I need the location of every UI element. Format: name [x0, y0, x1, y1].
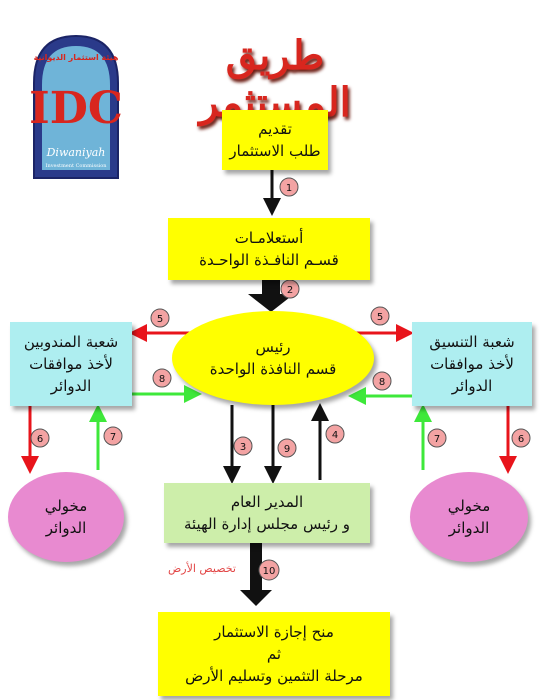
step-badge: 4: [332, 430, 338, 441]
node-line: الدوائر: [451, 377, 493, 395]
node-line: الدوائر: [448, 519, 490, 537]
step-badge: 3: [240, 442, 246, 453]
node-officials-left: مخولي الدوائر: [8, 472, 124, 562]
node-officials-right: مخولي الدوائر: [410, 472, 528, 562]
step-badge: 9: [284, 444, 290, 455]
step-badge: 6: [518, 434, 524, 445]
step-badge: 8: [379, 377, 385, 388]
node-line: شعبة التنسيق: [429, 333, 515, 351]
node-line: أستعلامـات: [234, 229, 304, 247]
step-badge: 7: [110, 432, 116, 443]
node-line: لأخذ موافقات: [29, 355, 113, 373]
node-line: لأخذ موافقات: [430, 355, 514, 373]
node-head: رئيس قسم النافذة الواحدة: [172, 311, 374, 405]
step-badge: 10: [263, 566, 276, 577]
logo-emblem: IDC Diwaniyah Investment Commission هيئة…: [29, 34, 123, 179]
node-line: المدير العام: [230, 493, 304, 511]
logo-arc-text: هيئة استثمار الديوانية: [34, 53, 119, 62]
node-line: الدوائر: [50, 377, 92, 395]
node-line: ثم: [266, 645, 282, 663]
step-badge: 1: [286, 183, 292, 194]
node-line: قسـم النافـذة الواحـدة: [199, 251, 339, 269]
node-line: و رئيس مجلس إدارة الهيئة: [183, 515, 351, 533]
node-delegates: شعبة المندوبين لأخذ موافقات الدوائر: [10, 322, 132, 406]
node-line: قسم النافذة الواحدة: [209, 360, 337, 378]
arrow-10-shaft: [250, 543, 262, 593]
step-badge: 5: [377, 312, 383, 323]
node-inquiries: أستعلامـات قسـم النافـذة الواحـدة: [168, 218, 370, 280]
logo-letters: IDC: [29, 83, 123, 134]
node-line: طلب الاستثمار: [229, 142, 321, 160]
node-line: مرحلة التثمين وتسليم الأرض: [185, 667, 363, 685]
step-badge: 7: [434, 434, 440, 445]
node-line: رئيس: [255, 338, 291, 356]
node-line: الدوائر: [45, 519, 87, 537]
node-license: منح إجازة الاستثمار ثم مرحلة التثمين وتس…: [158, 612, 390, 696]
step-badge: 8: [159, 374, 165, 385]
step-badge: 2: [287, 285, 293, 296]
node-line: منح إجازة الاستثمار: [214, 623, 334, 641]
node-director: المدير العام و رئيس مجلس إدارة الهيئة: [164, 483, 370, 543]
logo: IDC Diwaniyah Investment Commission هيئة…: [24, 28, 128, 188]
logo-subtitle: Investment Commission: [46, 163, 108, 169]
arrow-2-head: [248, 294, 294, 312]
node-coordination: شعبة التنسيق لأخذ موافقات الدوائر: [412, 322, 532, 406]
land-allocation-note: تخصيص الأرض: [168, 562, 236, 575]
node-apply: تقديم طلب الاستثمار: [222, 110, 328, 170]
node-line: مخولي: [447, 497, 491, 515]
step-badge: 5: [157, 314, 163, 325]
step-badges: 1 2 5 5 8 8 6 7 7 6 3 9 4 10: [30, 177, 531, 581]
node-line: شعبة المندوبين: [23, 333, 119, 351]
arrow-2-shaft: [262, 280, 280, 294]
node-line: مخولي: [44, 497, 88, 515]
node-line: تقديم: [258, 120, 292, 138]
logo-name: Diwaniyah: [46, 146, 106, 159]
step-badge: 6: [37, 434, 43, 445]
arrow-10-head: [240, 590, 272, 606]
